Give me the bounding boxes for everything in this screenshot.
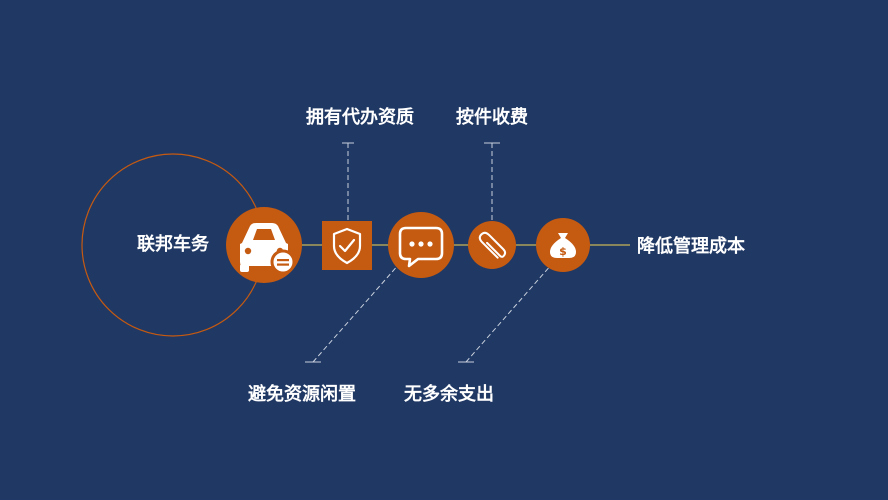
money-bag-icon: $ — [550, 233, 576, 258]
bottom-leader-1 — [305, 262, 401, 363]
top-label-per-item-fee: 按件收费 — [456, 107, 528, 128]
top-leader-2 — [484, 142, 500, 224]
svg-text:$: $ — [559, 245, 567, 258]
chat-node — [388, 212, 454, 278]
top-label-qualification: 拥有代办资质 — [306, 107, 414, 128]
paperclip-node — [468, 221, 516, 269]
top-leader-1 — [342, 142, 354, 222]
car-node — [226, 207, 302, 283]
start-label: 联邦车务 — [137, 234, 209, 255]
end-label: 降低管理成本 — [637, 236, 745, 257]
paperclip-icon — [478, 231, 507, 259]
shield-node — [322, 221, 372, 270]
bottom-label-no-extra-cost: 无多余支出 — [404, 384, 494, 405]
chat-bubble-icon — [398, 226, 444, 268]
bottom-label-avoid-idle: 避免资源闲置 — [248, 384, 356, 405]
car-icon — [240, 223, 296, 275]
bottom-leader-2 — [458, 263, 553, 363]
money-node: $ — [536, 218, 590, 272]
shield-check-icon — [332, 227, 362, 265]
